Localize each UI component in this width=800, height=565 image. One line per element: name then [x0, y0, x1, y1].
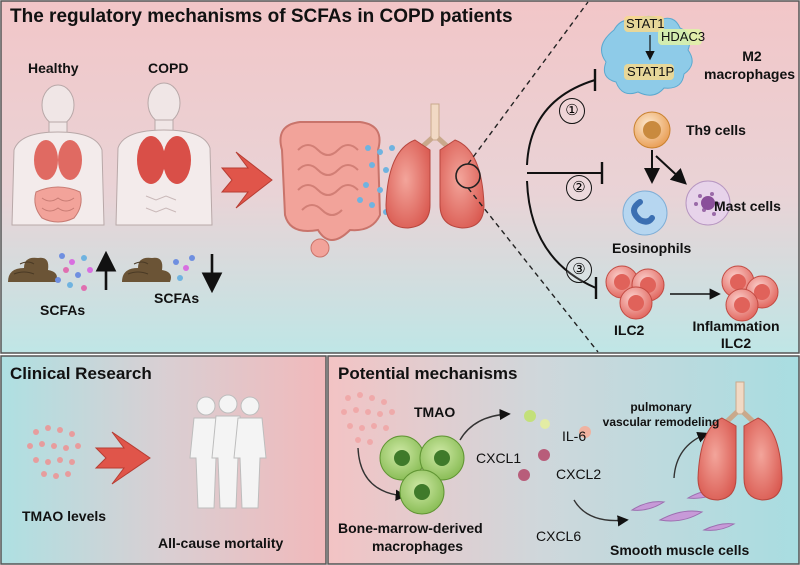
lung-bottom-illustration — [697, 381, 783, 501]
il6-label: IL-6 — [562, 428, 587, 444]
tmao-particles-cloud — [27, 425, 81, 479]
stat1-label: STAT1 — [626, 16, 665, 31]
stool-icon-left — [8, 257, 57, 282]
bmdm-label-line2: macrophages — [372, 538, 464, 554]
cytokine-dot — [524, 410, 536, 422]
red-arrow-clinical-icon — [94, 431, 151, 485]
cxcl1-label: CXCL1 — [476, 450, 522, 466]
bone-marrow-macrophages-icon — [379, 435, 465, 515]
cytokine-dot — [538, 449, 550, 461]
all-cause-mortality-label: All-cause mortality — [158, 535, 284, 551]
red-arrow-icon — [220, 151, 273, 209]
scfa-dots-left — [55, 253, 93, 291]
tmao-particles — [341, 392, 395, 445]
zoom-line-bottom — [467, 187, 599, 353]
cxcl6-label: CXCL6 — [536, 528, 582, 544]
stool-icon-right — [122, 257, 171, 282]
ilc2-label: ILC2 — [614, 322, 645, 338]
th9-cells-label: Th9 cells — [686, 122, 746, 138]
m2-label-line1: M2 — [742, 48, 762, 64]
eosinophils-label: Eosinophils — [612, 240, 692, 256]
scfa-dots-right — [173, 255, 195, 281]
m2-label-line2: macrophages — [704, 66, 796, 82]
inhibition-line-1 — [526, 79, 596, 166]
mast-cells-label: Mast cells — [714, 198, 781, 214]
human-silhouettes-icon — [189, 394, 267, 509]
cytokine-dot — [518, 469, 530, 481]
inflammation-label-line2: ILC2 — [720, 335, 752, 351]
number-badge-3: ③ — [566, 257, 592, 283]
tmao-label: TMAO — [414, 404, 456, 420]
number-badge-1: ① — [559, 98, 585, 124]
pvr-label-line2: vascular remodeling — [602, 415, 720, 429]
stat1p-label: STAT1P — [627, 64, 675, 79]
lung-illustration — [385, 103, 485, 229]
eosinophil-icon — [622, 190, 668, 236]
clinical-panel — [0, 355, 327, 565]
copd-body-illustration — [115, 82, 213, 226]
tmao-levels-label: TMAO levels — [22, 508, 107, 524]
copd-label: COPD — [148, 60, 189, 76]
intestine-illustration — [279, 121, 382, 258]
cytokine-dot — [579, 426, 591, 438]
number-badge-2: ② — [566, 175, 592, 201]
inflammation-label-line1: Inflammation — [692, 318, 780, 334]
smooth-muscle-cells-label: Smooth muscle cells — [610, 542, 750, 558]
clinical-research-title: Clinical Research — [10, 364, 152, 383]
scfas-right-label: SCFAs — [154, 290, 200, 306]
ilc2-cells-icon — [605, 265, 665, 320]
bmdm-label-line1: Bone-marrow-derived — [338, 520, 483, 536]
healthy-body-illustration — [11, 84, 105, 226]
top-panel-title: The regulatory mechanisms of SCFAs in CO… — [10, 6, 513, 27]
inflammation-ilc2-icon — [721, 265, 779, 322]
healthy-label: Healthy — [28, 60, 79, 76]
pvr-label-line1: pulmonary — [630, 400, 692, 414]
scfas-left-label: SCFAs — [40, 302, 86, 318]
potential-mechanisms-title: Potential mechanisms — [338, 364, 518, 383]
cxcl2-label: CXCL2 — [556, 466, 602, 482]
zoom-line-top — [467, 1, 589, 165]
cytokine-dot — [540, 419, 550, 429]
hdac3-label: HDAC3 — [661, 29, 706, 44]
